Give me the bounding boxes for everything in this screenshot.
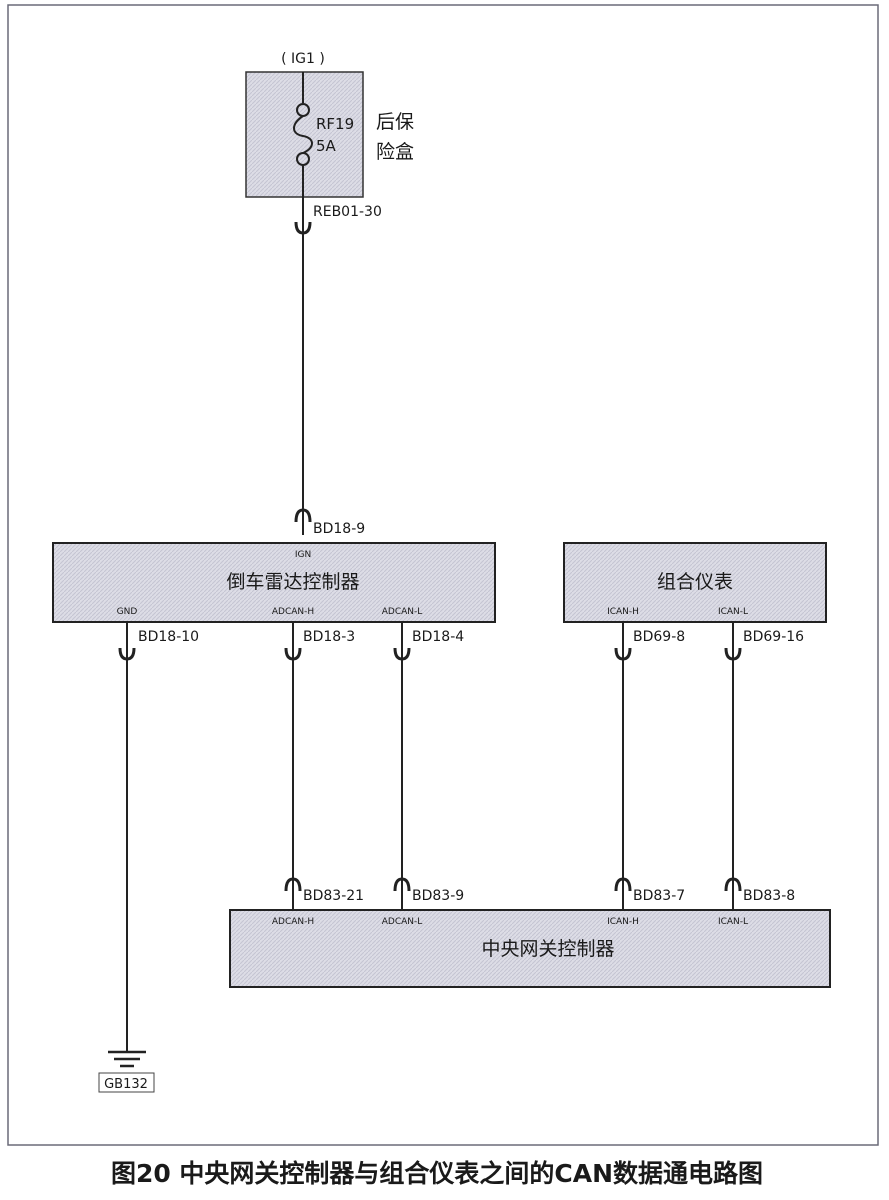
- fuse-box-name-line1: 后保: [376, 111, 414, 133]
- gateway-pin-adcan-h: ADCAN-H: [272, 917, 314, 927]
- instrument-cluster: 组合仪表 ICAN-H ICAN-L: [563, 542, 827, 623]
- connector-bd83-7-icon: [614, 877, 632, 892]
- fuse-box-body: [245, 71, 364, 198]
- ground-label-box: [98, 1072, 155, 1093]
- connector-bd83-9-label: BD83-9: [412, 888, 464, 904]
- connector-bd18-10-label: BD18-10: [138, 629, 199, 645]
- connector-reb01-30-label: REB01-30: [313, 204, 382, 220]
- gateway-pin-adcan-l: ADCAN-L: [382, 917, 423, 927]
- connector-bd18-3-label: BD18-3: [303, 629, 355, 645]
- instrument-cluster-name: 组合仪表: [657, 571, 733, 593]
- gateway-controller-body: [229, 909, 831, 988]
- cluster-pin-ican-h: ICAN-H: [607, 607, 639, 617]
- radar-controller: IGN 倒车雷达控制器 GND ADCAN-H ADCAN-L: [52, 542, 496, 623]
- connector-bd83-8-label: BD83-8: [743, 888, 795, 904]
- fuse-box-name-line2: 险盒: [376, 141, 414, 163]
- radar-controller-name: 倒车雷达控制器: [226, 571, 359, 593]
- cluster-pin-ican-l: ICAN-L: [718, 607, 748, 617]
- connector-bd18-10-icon: [118, 647, 136, 661]
- fuse-supply-label: ( IG1 ): [281, 51, 325, 67]
- gateway-controller-name: 中央网关控制器: [481, 938, 614, 960]
- radar-pin-adcan-l: ADCAN-L: [382, 607, 423, 617]
- connector-reb01-30-icon: [294, 221, 312, 235]
- connector-bd69-8-icon: [614, 647, 632, 661]
- connector-bd69-16-label: BD69-16: [743, 629, 804, 645]
- fuse-element-icon: [293, 115, 313, 154]
- figure-caption: 图20 中央网关控制器与组合仪表之间的CAN数据通电路图: [111, 1159, 763, 1188]
- radar-controller-body: [52, 542, 496, 623]
- ground-icon: [108, 1050, 146, 1068]
- radar-pin-gnd: GND: [117, 607, 138, 617]
- connector-bd83-7-label: BD83-7: [633, 888, 685, 904]
- connector-bd83-21-icon: [284, 877, 302, 892]
- fuse-id: RF19: [316, 115, 354, 133]
- instrument-cluster-body: [563, 542, 827, 623]
- connector-bd83-8-icon: [724, 877, 742, 892]
- gateway-pin-ican-h: ICAN-H: [607, 917, 639, 927]
- ground-label: GB132: [104, 1077, 148, 1092]
- connector-bd18-4-icon: [393, 647, 411, 661]
- diagram-frame: [7, 4, 879, 1146]
- connector-bd69-16-icon: [724, 647, 742, 661]
- gateway-pin-ican-l: ICAN-L: [718, 917, 748, 927]
- connector-bd83-9-icon: [393, 877, 411, 892]
- fuse-box: ( IG1 ) RF19 5A: [245, 51, 364, 198]
- connector-bd69-8-label: BD69-8: [633, 629, 685, 645]
- connector-bd18-9-icon: [294, 508, 312, 523]
- gateway-controller: ADCAN-H ADCAN-L ICAN-H ICAN-L 中央网关控制器: [229, 909, 831, 988]
- radar-pin-ign: IGN: [295, 550, 311, 560]
- connector-bd18-3-icon: [284, 647, 302, 661]
- fuse-rating: 5A: [316, 137, 337, 155]
- connector-bd83-21-label: BD83-21: [303, 888, 364, 904]
- connector-bd18-9-label: BD18-9: [313, 521, 365, 537]
- radar-pin-adcan-h: ADCAN-H: [272, 607, 314, 617]
- connector-bd18-4-label: BD18-4: [412, 629, 464, 645]
